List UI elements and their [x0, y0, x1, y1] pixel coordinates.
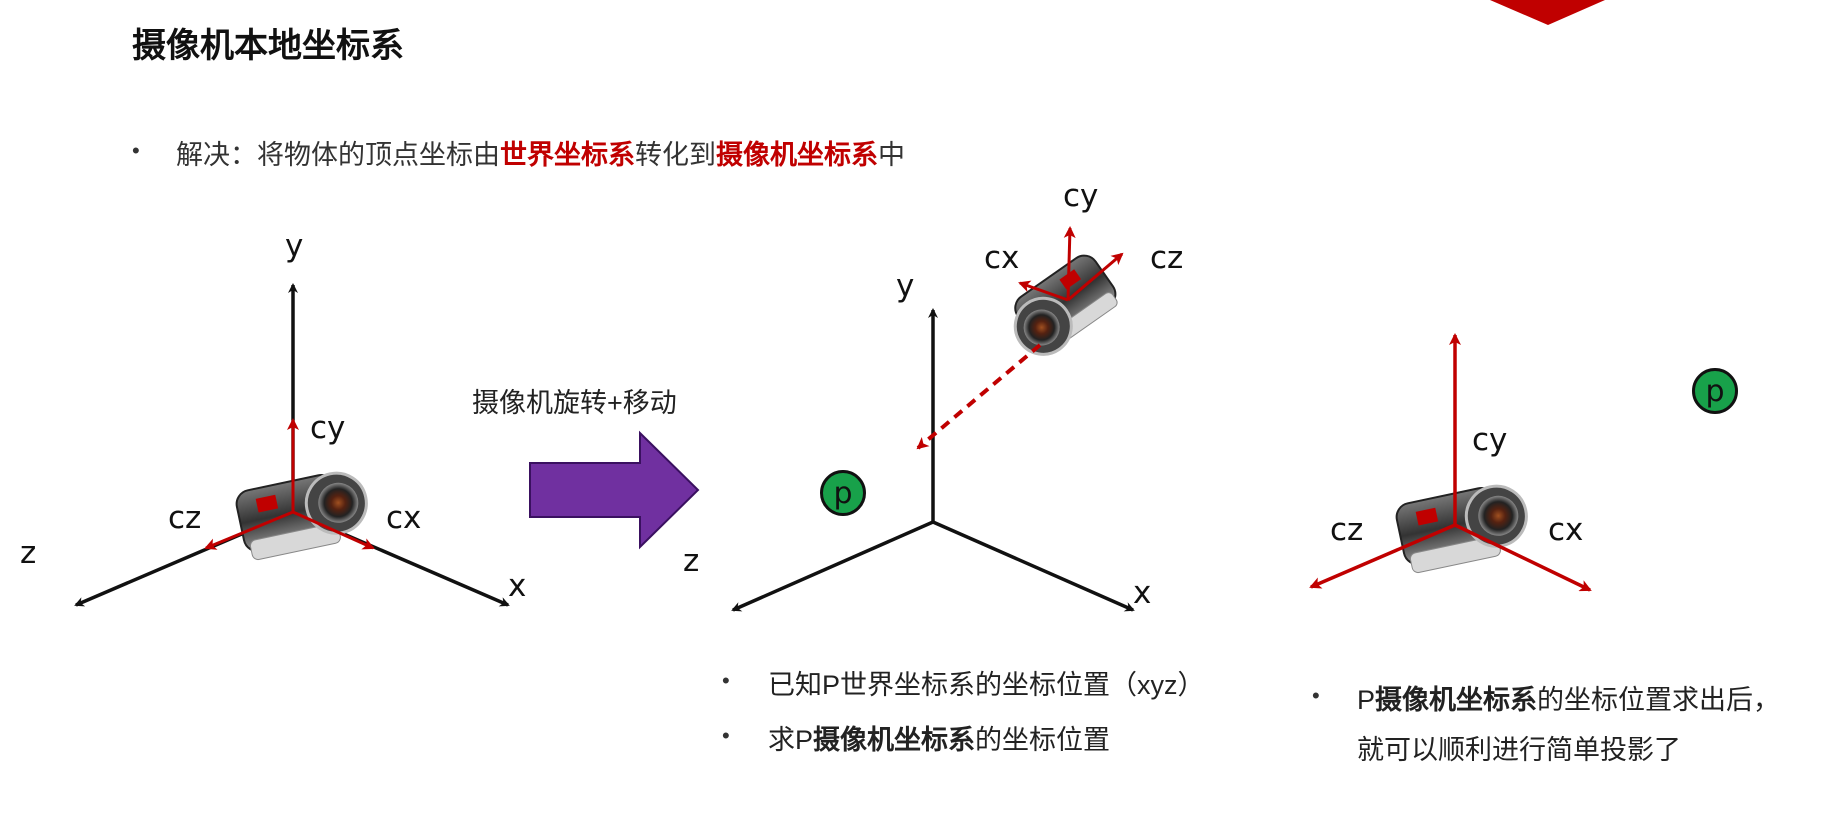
left-x-label: x: [508, 568, 527, 604]
bullet-marker: •: [1312, 683, 1320, 708]
middle-x-label: x: [1133, 575, 1152, 611]
page-title: 摄像机本地坐标系: [132, 27, 404, 65]
point-p-label: p: [1705, 373, 1725, 409]
middle-z-axis: [731, 520, 934, 612]
corner-decoration: [1490, 0, 1605, 25]
middle-cx-label: cx: [984, 240, 1020, 276]
point-p-world: p: [820, 470, 866, 516]
middle-camera-axes: [1018, 226, 1124, 302]
middle-note-1: 已知P世界坐标系的坐标位置（xyz）: [768, 670, 1205, 700]
left-cz-axis: [204, 510, 294, 550]
left-cx-axis: [292, 510, 375, 550]
right-cx-axis: [1454, 523, 1592, 592]
right-cy-label: cy: [1472, 422, 1508, 458]
solution-line: 解决：将物体的顶点坐标由世界坐标系转化到摄像机坐标系中: [176, 133, 905, 172]
solution-prefix: 解决：将物体的顶点坐标由: [176, 140, 500, 170]
left-y-label: y: [285, 228, 304, 264]
right-note-prefix: P: [1357, 685, 1376, 715]
middle-note-2-suffix: 的坐标位置: [975, 725, 1111, 755]
bullet-marker: •: [132, 138, 140, 163]
right-note-1: P摄像机坐标系的坐标位置求出后，: [1357, 678, 1780, 717]
middle-y-label: y: [896, 268, 915, 304]
middle-note-2-bold: 摄像机坐标系: [813, 725, 976, 755]
right-camera: [1395, 484, 1528, 574]
middle-cy-axis: [1063, 226, 1076, 301]
camera-translation-dashed-arrow: [916, 343, 1042, 450]
solution-camera-term: 摄像机坐标系: [716, 140, 878, 170]
solution-suffix: 中: [878, 140, 905, 170]
middle-z-label: z: [683, 543, 700, 579]
middle-note-2: 求P摄像机坐标系的坐标位置: [768, 718, 1110, 757]
middle-world-axes: [731, 308, 1135, 612]
point-p-camera: p: [1692, 368, 1738, 414]
middle-cx-axis: [1018, 280, 1069, 302]
left-camera-axes: [204, 418, 375, 550]
left-camera: [235, 471, 368, 561]
point-p-label: p: [833, 475, 853, 511]
bullet-marker: •: [722, 723, 730, 748]
right-camera-axes: [1309, 333, 1592, 592]
middle-camera: [1013, 254, 1118, 356]
middle-note-2-prefix: 求P: [768, 725, 814, 755]
right-cz-label: cz: [1330, 512, 1364, 548]
transform-arrow: [529, 430, 700, 550]
solution-middle: 转化到: [635, 140, 716, 170]
left-cx-label: cx: [386, 500, 422, 536]
middle-cz-axis: [1067, 252, 1124, 302]
left-cy-label: cy: [310, 410, 346, 446]
right-note-bold: 摄像机坐标系: [1375, 685, 1538, 715]
left-cz-label: cz: [168, 500, 202, 536]
right-note-2: 就可以顺利进行简单投影了: [1357, 735, 1681, 765]
middle-cy-label: cy: [1063, 178, 1099, 214]
middle-x-axis: [932, 520, 1135, 612]
right-cz-axis: [1309, 523, 1456, 589]
transform-label: 摄像机旋转+移动: [472, 388, 677, 418]
solution-world-term: 世界坐标系: [500, 140, 635, 170]
right-cx-label: cx: [1548, 512, 1584, 548]
bullet-marker: •: [722, 668, 730, 693]
middle-cz-label: cz: [1150, 240, 1184, 276]
right-note-suffix: 的坐标位置求出后，: [1537, 685, 1781, 715]
left-z-label: z: [20, 535, 37, 571]
